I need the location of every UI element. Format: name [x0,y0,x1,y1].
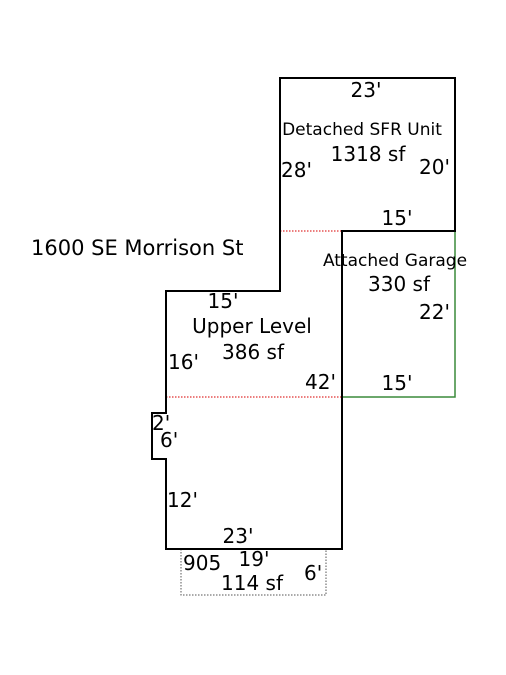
notch-top-dimension: 2' [152,411,170,435]
address-label: 1600 SE Morrison St [31,236,243,260]
deck-side-dimension: 6' [304,561,322,585]
upper-name-label: Upper Level [192,314,312,338]
garage-right-dimension: 22' [419,300,450,324]
upper-area-label: 386 sf [222,340,285,364]
upper-top-dimension: 15' [208,289,239,313]
notch-side-dimension: 6' [160,428,178,452]
garage-name-label: Attached Garage [323,251,467,271]
sfr-left-dimension: 28' [281,158,312,182]
sfr-right-dimension: 20' [419,155,450,179]
upper-left-dimension: 16' [168,350,199,374]
deck-outline [180,549,327,596]
deck-top-dimension: 19' [239,547,270,571]
sfr-bottom-dimension: 15' [382,206,413,230]
deck-area-label: 114 sf [221,571,284,595]
garage-area-label: 330 sf [368,272,431,296]
lower-bottom-dimension: 23' [223,524,254,548]
sfr-top-dimension: 23' [351,78,382,102]
lower-left-dimension: 12' [167,488,198,512]
sfr-name-label: Detached SFR Unit [282,120,442,140]
deck-code-label: 905 [183,551,221,575]
sfr-area-label: 1318 sf [331,142,407,166]
upper-right-dimension: 42' [305,370,336,394]
building-outline [151,77,456,550]
garage-bottom-dimension: 15' [382,371,413,395]
